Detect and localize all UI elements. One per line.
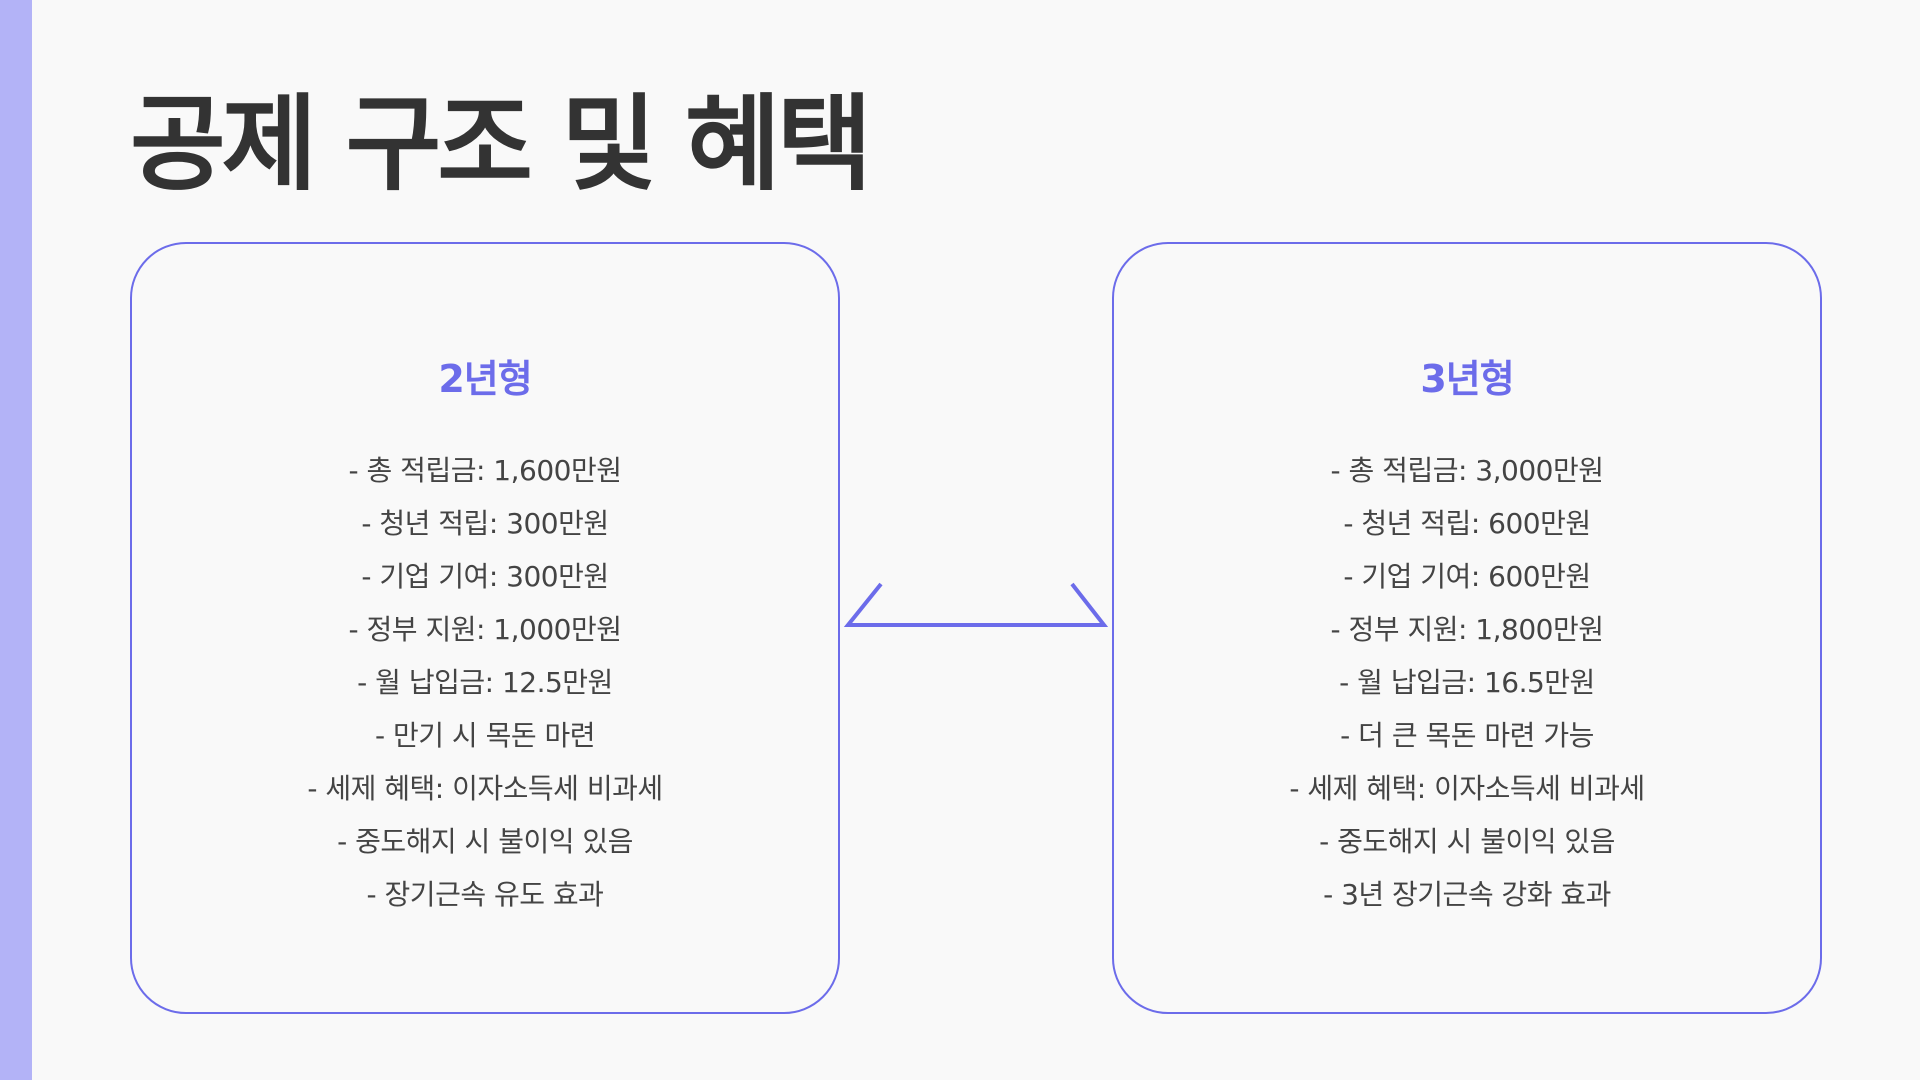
plan-benefit-item: - 3년 장기근속 강화 효과: [1323, 878, 1611, 911]
plan-benefit-item: - 정부 지원: 1,000만원: [348, 613, 622, 646]
page-title: 공제 구조 및 혜택: [130, 83, 872, 205]
plan-benefit-item: - 월 납입금: 12.5만원: [357, 666, 613, 699]
plan-card-3year: 3년형 - 총 적립금: 3,000만원 - 청년 적립: 600만원 - 기업…: [1112, 242, 1822, 1014]
plan-benefit-item: - 만기 시 목돈 마련: [374, 719, 596, 752]
plan-benefit-item: - 총 적립금: 3,000만원: [1330, 454, 1604, 487]
plan-benefit-item: - 정부 지원: 1,800만원: [1330, 613, 1604, 646]
plan-benefit-item: - 중도해지 시 불이익 있음: [337, 825, 633, 858]
plan-benefit-item: - 장기근속 유도 효과: [366, 878, 604, 911]
plan-benefit-list: - 총 적립금: 3,000만원 - 청년 적립: 600만원 - 기업 기여:…: [1114, 444, 1820, 921]
accent-bar: [0, 0, 32, 1080]
plan-heading: 2년형: [438, 357, 532, 401]
plan-benefit-item: - 기업 기여: 300만원: [361, 560, 609, 593]
plan-benefit-item: - 청년 적립: 600만원: [1343, 507, 1591, 540]
plan-benefit-item: - 더 큰 목돈 마련 가능: [1340, 719, 1594, 752]
plan-benefit-item: - 세제 혜택: 이자소득세 비과세: [307, 772, 663, 805]
connector-bracket: [843, 582, 1109, 627]
plan-benefit-item: - 총 적립금: 1,600만원: [348, 454, 622, 487]
plan-benefit-item: - 중도해지 시 불이익 있음: [1319, 825, 1615, 858]
plan-benefit-item: - 청년 적립: 300만원: [361, 507, 609, 540]
plan-heading: 3년형: [1420, 357, 1514, 401]
plan-benefit-item: - 월 납입금: 16.5만원: [1339, 666, 1595, 699]
plan-card-2year: 2년형 - 총 적립금: 1,600만원 - 청년 적립: 300만원 - 기업…: [130, 242, 840, 1014]
plan-benefit-item: - 세제 혜택: 이자소득세 비과세: [1289, 772, 1645, 805]
plan-benefit-list: - 총 적립금: 1,600만원 - 청년 적립: 300만원 - 기업 기여:…: [132, 444, 838, 921]
plan-benefit-item: - 기업 기여: 600만원: [1343, 560, 1591, 593]
